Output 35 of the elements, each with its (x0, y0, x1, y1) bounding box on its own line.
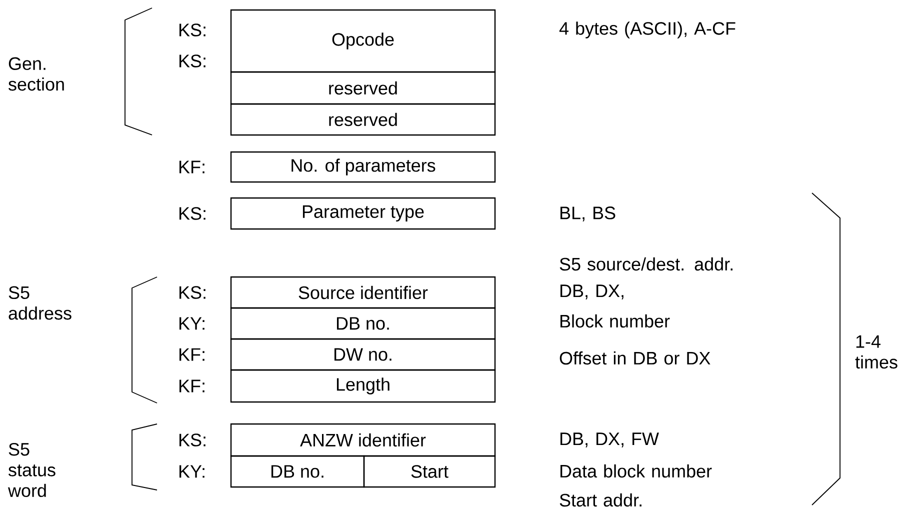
field-box: reserved (230, 71, 496, 105)
field-box: DB no. (230, 455, 365, 488)
field-box: Start (363, 455, 496, 488)
description-text: BL, BS (560, 206, 616, 222)
field-box: Opcode (230, 9, 496, 73)
bracket-label: S5 address (8, 286, 72, 320)
description-text: Start addr. (560, 493, 642, 507)
description-text: Data block number (560, 464, 712, 478)
description-text: Offset in DB or DX (560, 351, 710, 365)
type-code: KF: (180, 348, 204, 361)
field-box: DW no. (230, 338, 496, 371)
description-text: 4 bytes (ASCII), A-CF (559, 22, 736, 38)
description-text: DB, DX, (560, 284, 624, 300)
type-code: KS: (180, 54, 206, 68)
type-code: KS: (180, 207, 206, 220)
description-text: Block number (560, 314, 670, 328)
field-box: DB no. (230, 307, 496, 340)
field-box: Source identifier (230, 276, 496, 309)
field-box: No. of parameters (230, 151, 496, 183)
field-box: Parameter type (230, 197, 496, 230)
bracket-label: 1-4 times (855, 335, 898, 369)
type-code: KF: (180, 160, 204, 174)
field-box: reserved (230, 103, 496, 136)
field-box: Length (230, 369, 496, 403)
description-text: S5 source/dest. addr. (560, 257, 732, 271)
type-code: KF: (180, 380, 204, 392)
type-code: KS: (180, 434, 206, 446)
description-text: DB, DX, FW (560, 432, 659, 448)
type-code: KY: (180, 465, 204, 478)
bracket-label: S5 status word (8, 442, 56, 498)
type-code: KY: (180, 317, 204, 330)
type-code: KS: (180, 286, 206, 299)
type-code: KS: (180, 24, 206, 36)
field-box: ANZW identifier (230, 423, 496, 457)
bracket-label: Gen. section (8, 57, 64, 91)
